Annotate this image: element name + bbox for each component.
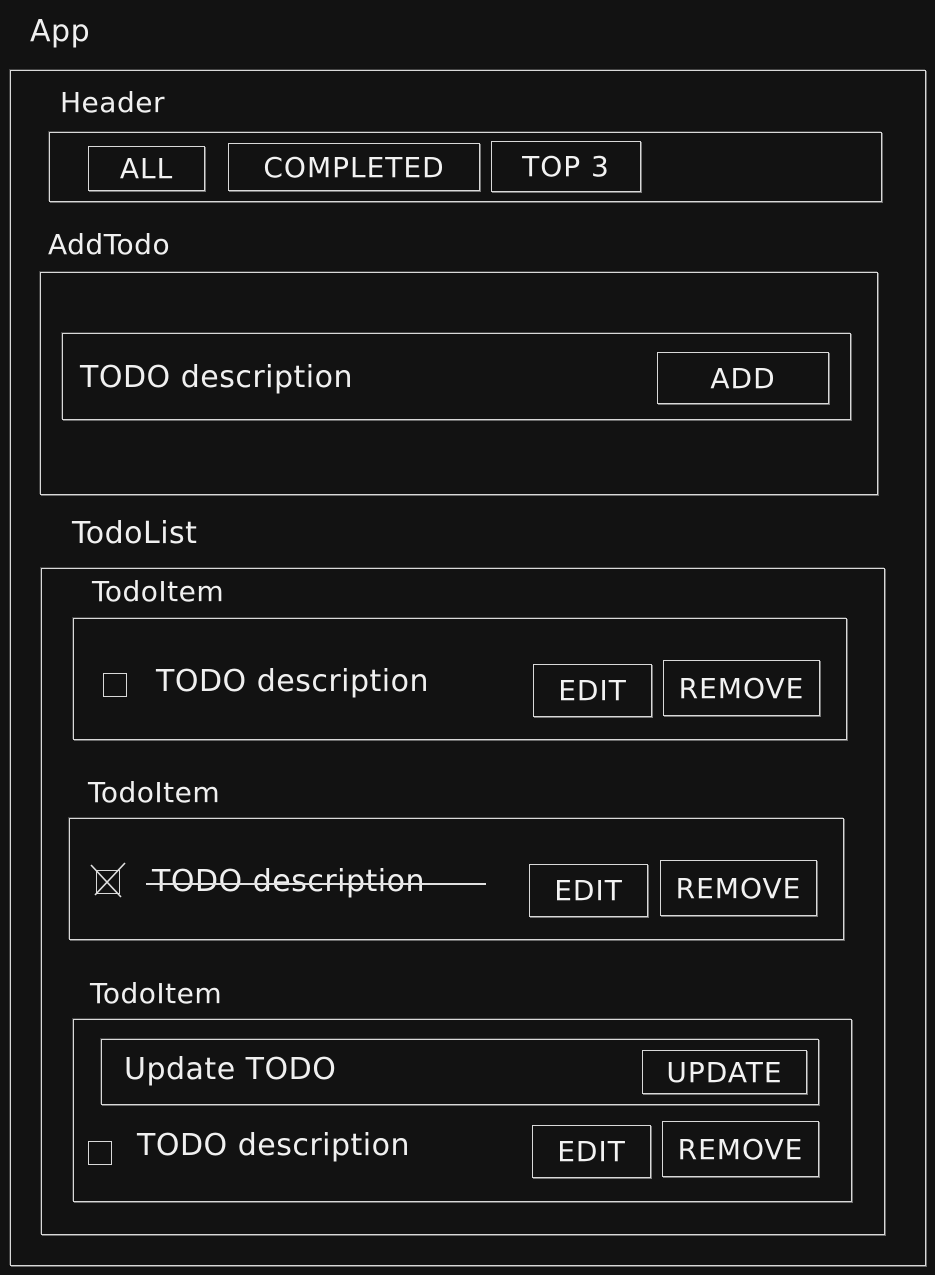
todo-item-2-edit-button[interactable]: EDIT [529,864,648,917]
add-todo-container [40,272,878,495]
strikethrough-line [146,883,486,885]
todo-item-1 [73,618,847,740]
todo-item-label: TodoItem [88,776,221,809]
todo-item-1-description: TODO description [156,664,429,699]
app-label: App [30,14,91,49]
header-label: Header [60,86,165,119]
update-button[interactable]: UPDATE [642,1050,807,1094]
app-container [10,70,926,1266]
update-todo-form [101,1039,819,1105]
update-todo-input[interactable]: Update TODO [124,1052,337,1087]
todo-item-2-description: TODO description [152,864,425,899]
header-container [49,132,882,202]
add-todo-label: AddTodo [48,228,171,261]
add-todo-form [62,333,851,420]
add-todo-input[interactable]: TODO description [80,360,353,395]
checkmark-x-icon [90,862,126,898]
todo-item-2 [69,818,844,940]
todo-item-3-edit-button[interactable]: EDIT [532,1125,651,1178]
todo-item-3-checkbox[interactable] [88,1141,112,1165]
filter-all-button[interactable]: ALL [88,146,205,191]
todo-item-2-remove-button[interactable]: REMOVE [660,860,817,916]
add-button[interactable]: ADD [657,352,829,404]
todo-item-3-remove-button[interactable]: REMOVE [662,1121,819,1177]
todo-item-label: TodoItem [90,977,223,1010]
todo-item-3-description: TODO description [137,1128,410,1163]
todo-list-label: TodoList [72,516,198,551]
filter-top3-button[interactable]: TOP 3 [491,141,641,192]
todo-item-label: TodoItem [92,575,225,608]
todo-item-3 [73,1019,852,1202]
todo-item-1-checkbox[interactable] [103,673,127,697]
todo-item-2-checkbox[interactable] [90,862,126,898]
todo-list-container [41,568,885,1235]
todo-item-1-edit-button[interactable]: EDIT [533,664,652,717]
todo-item-1-remove-button[interactable]: REMOVE [663,660,820,716]
filter-completed-button[interactable]: COMPLETED [228,143,480,191]
